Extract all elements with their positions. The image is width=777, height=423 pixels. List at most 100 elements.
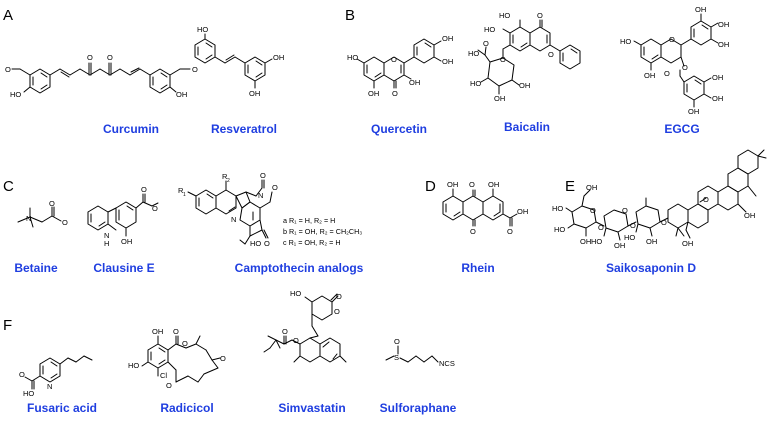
compound-name-fusaric-acid: Fusaric acid [27,401,97,415]
atom-label: HO [554,225,565,234]
compound-name-camptothecin-analogs: Camptothecin analogs [235,261,364,275]
atom-label: OH [718,40,729,49]
atom-label: N [231,215,236,224]
atom-label: R [222,172,228,181]
structure-curcumin [11,62,191,94]
atom-label: HO [591,237,602,246]
atom-label: HO [197,25,208,34]
atom-label: O [664,69,670,78]
atom-label: O [703,195,709,204]
atom-label: OH [586,183,597,192]
compound-name-curcumin: Curcumin [103,122,159,136]
atom-label: OH [646,237,657,246]
atom-label: O [152,204,158,213]
atom-label: O [469,180,475,189]
atom-label: O [49,199,55,208]
atom-label: O [173,327,179,336]
atom-label: O [5,65,11,74]
atom-label: OH [368,89,379,98]
atom-label: OH [718,20,729,29]
atom-label: O [394,337,400,346]
atom-label: N [26,214,31,223]
atom-label: O [669,35,675,44]
atom-label: N [47,382,52,391]
panel-label-b: B [345,7,355,24]
compound-name-rhein: Rhein [461,261,494,275]
structure-sulforaphane [385,345,439,363]
atom-label: Cl [160,371,167,380]
atom-label: O [507,227,513,236]
atom-label: O [336,292,342,301]
structure-egcg [633,13,719,108]
compound-name-baicalin: Baicalin [504,120,550,134]
atom-label: O [590,206,596,215]
atom-label: O [272,183,278,192]
atom-label: R [178,186,184,195]
atom-label: O [260,171,266,180]
atom-label: O [166,381,172,390]
atom-label: O [682,63,688,72]
structure-clausine-e [87,193,159,237]
atom-label: OH [176,90,187,99]
atom-label: O [391,55,397,64]
compound-name-quercetin: Quercetin [371,122,427,136]
atom-label: OH [695,5,706,14]
atom-label: HO [290,289,301,298]
atom-label: O [470,227,476,236]
structure-quercetin [356,38,442,89]
atom-label: HO [620,37,631,46]
atom-label: N [104,231,109,240]
atom-label: OH [442,34,453,43]
atom-label: O [182,339,188,348]
atom-label: OH [688,107,699,116]
atom-label: OH [442,57,453,66]
atom-label: O [630,221,636,230]
atom-label: OH [580,237,591,246]
atom-label: HO [250,239,261,248]
atom-label: OH [409,78,420,87]
atom-label: O [107,53,113,62]
atom-label: O [598,223,604,232]
atom-label: O [500,55,506,64]
atom-label: OH [682,239,693,248]
panel-label-d: D [425,178,436,195]
legend-line-b: b R₁ = OH, R₂ = CH₂CH₃ [283,227,362,236]
structure-simvastatin [263,293,347,363]
atom-label: OH [494,94,505,103]
atom-label: O [537,11,543,20]
compound-name-sulforaphane: Sulforaphane [380,401,457,415]
legend-line-c: c R₁ = OH, R₂ = H [283,238,341,247]
structure-baicalin [477,19,581,95]
atom-label: OH [712,73,723,82]
compound-name-betaine: Betaine [14,261,58,275]
structure-resveratrol [194,33,273,89]
atom-label: HO [624,233,635,242]
atom-label: O [19,370,25,379]
compound-name-clausine-e: Clausine E [93,261,154,275]
compound-name-resveratrol: Resveratrol [211,122,277,136]
atom-label: NCS [439,359,455,368]
panel-label-c: C [3,178,14,195]
atom-label: HO [347,53,358,62]
atom-label: OH [517,207,528,216]
atom-label: O [293,336,299,345]
atom-label: OH [488,180,499,189]
structure-betaine [17,206,62,228]
atom-label: O [483,39,489,48]
atom-label: HO [10,90,21,99]
atom-label: O [392,89,398,98]
atom-label-s: S [394,353,399,362]
atom-label: O [141,185,147,194]
structure-rhein [442,188,518,227]
atom-label: O [220,354,226,363]
atom-label: O [62,218,68,227]
atom-label: OH [712,94,723,103]
atom-label: 1 [183,192,186,198]
atom-label: N [258,191,263,200]
atom-label: OH [273,53,284,62]
panel-label-a: A [3,7,13,24]
atom-label: HO [468,49,479,58]
atom-label: O [264,239,270,248]
